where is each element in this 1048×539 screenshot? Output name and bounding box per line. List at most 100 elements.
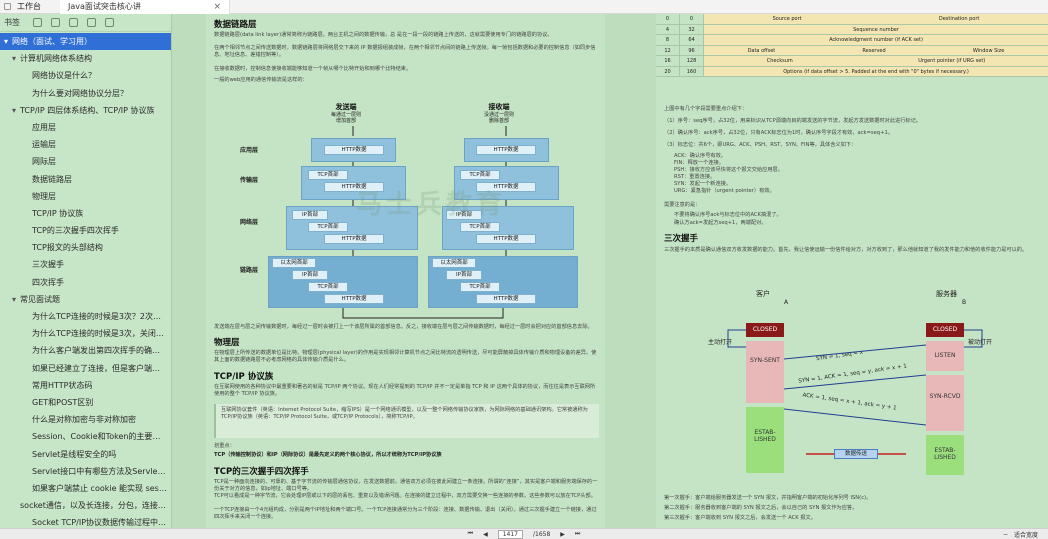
bookmark-label: 网络（面试、学习用） xyxy=(12,37,92,46)
table-cell-octet: 16 xyxy=(656,56,680,66)
table-cell-bit: 128 xyxy=(680,56,704,66)
flag-list: ACK：确认序号有效。FIN：释放一个连接。PSH：接收方应该尽快将这个报文交给… xyxy=(674,153,974,195)
bookmark-item[interactable]: TCP/IP 协议族 xyxy=(0,205,171,222)
bookmark-item[interactable]: ▾常见面试题 xyxy=(0,291,171,308)
first-page-icon[interactable]: ⏮ xyxy=(467,530,474,537)
collapse-all-icon[interactable] xyxy=(51,18,60,27)
receiver-link-ip: IP首部 xyxy=(446,270,482,280)
chevron-down-icon: ▾ xyxy=(12,54,17,64)
state-syn-sent: SYN-SENT xyxy=(746,341,784,403)
bookmark-item[interactable]: 网际层 xyxy=(0,153,171,170)
tab-bar: 工作台 Java面试突击核心讲 × xyxy=(0,0,1048,14)
state-listen: LISTEN xyxy=(926,341,964,371)
bookmark-item[interactable]: 如果已经建立了连接，但是客户端突然出现… xyxy=(0,360,171,377)
bookmark-item[interactable]: 如果客户端禁止 cookie 能实现 session 还… xyxy=(0,480,171,497)
prev-page-icon[interactable]: ◀ xyxy=(483,530,488,538)
bookmark-item[interactable]: 应用层 xyxy=(0,119,171,136)
bookmark-item[interactable]: 物理层 xyxy=(0,188,171,205)
sender-tcp-http: HTTP数据 xyxy=(324,182,384,192)
para-datalink-4: 一般的web应用的通信传输流是这样的： xyxy=(214,77,308,83)
bookmark-item[interactable]: 数据链路层 xyxy=(0,171,171,188)
heading-tcpip: TCP/IP 协议族 xyxy=(214,372,274,382)
bookmark-label: 网际层 xyxy=(32,157,56,167)
receiver-tcp-http: HTTP数据 xyxy=(476,182,536,192)
field-name: Checksum xyxy=(766,58,793,64)
bookmark-options-icon[interactable] xyxy=(105,18,114,27)
state-closed-server: CLOSED xyxy=(926,323,964,337)
para-handshake-3: 一个TCP连接由一个4元组构成，分别是两个IP地址和两个端口号。一个TCP连接通… xyxy=(214,507,597,520)
table-cell-bit: 0 xyxy=(680,14,704,24)
bookmark-item[interactable]: TCP报文的头部结构 xyxy=(0,239,171,256)
tab-home[interactable]: 工作台 xyxy=(0,0,60,14)
client-label: 客户 xyxy=(756,290,770,298)
sidebar-toolbar: 书签 xyxy=(0,14,171,32)
field-name: Reserved xyxy=(862,47,886,54)
bookmark-sidebar: 书签 ▾网络（面试、学习用）▾计算机网络体系结构网络协议是什么？为什么要对网络协… xyxy=(0,14,172,539)
bookmark-item[interactable]: 什么是对称加密与非对称加密 xyxy=(0,411,171,428)
receiver-title: 接收端 xyxy=(488,103,510,111)
bookmark-item[interactable]: 三次握手 xyxy=(0,256,171,273)
bookmark-label: 常用HTTP状态码 xyxy=(32,380,93,390)
expand-all-icon[interactable] xyxy=(33,18,42,27)
para-note: 需要注意的是： xyxy=(664,202,701,208)
sender-link-tcp: TCP首部 xyxy=(308,282,348,292)
bookmark-item[interactable]: GET和POST区别 xyxy=(0,394,171,411)
zoom-out-icon[interactable]: − xyxy=(1002,531,1008,538)
bookmark-item[interactable]: 四次挥手 xyxy=(0,274,171,291)
heading-handshake: TCP的三次握手四次挥手 xyxy=(214,467,309,477)
bookmark-label: socket通信，以及长连接，分包，连接异常断… xyxy=(20,501,171,511)
view-controls: − 适合宽度 xyxy=(1003,529,1038,539)
bookmark-item[interactable]: ▾TCP/IP 四层体系结构、TCP/IP 协议族 xyxy=(0,102,171,119)
bookmark-label: 数据链路层 xyxy=(32,174,72,184)
bookmark-item[interactable]: Servlet是线程安全的吗 xyxy=(0,446,171,463)
note-1: 不要将确认序号ack与标志位中的ACK搞混了。 xyxy=(674,212,782,218)
tab-document[interactable]: Java面试突击核心讲 × xyxy=(60,0,230,14)
receiver-net-http: HTTP数据 xyxy=(476,234,536,244)
table-cell-octet: 4 xyxy=(656,24,680,34)
table-cell-octet: 0 xyxy=(656,14,680,24)
zoom-label[interactable]: 适合宽度 xyxy=(1013,532,1038,539)
bookmark-item[interactable]: 常用HTTP状态码 xyxy=(0,377,171,394)
receiver-eth-header: 以太网首部 xyxy=(432,258,476,268)
close-icon[interactable]: × xyxy=(213,1,221,12)
bookmark-item[interactable]: Servlet接口中有哪些方法及Servlet生命周期… xyxy=(0,463,171,480)
next-page-icon[interactable]: ▶ xyxy=(560,530,565,538)
sender-link-http: HTTP数据 xyxy=(324,294,384,304)
sender-net-tcp: TCP首部 xyxy=(308,222,348,232)
sender-net-http: HTTP数据 xyxy=(324,234,384,244)
bookmark-label: Session、Cookie和Token的主要区别 xyxy=(32,432,169,442)
sender-sub2: 增加首部 xyxy=(335,118,356,124)
bookmark-item[interactable]: Session、Cookie和Token的主要区别 xyxy=(0,428,171,445)
state-established-server: ESTAB-LISHED xyxy=(926,435,964,475)
para-datalink-1: 数据链路层(data link layer)通常简称为链路层。两台主机之间的数据… xyxy=(214,32,553,38)
bookmark-item[interactable]: 网络协议是什么？ xyxy=(0,67,171,84)
last-page-icon[interactable]: ⏭ xyxy=(574,530,581,537)
bookmark-item[interactable]: 运输层 xyxy=(0,136,171,153)
receiver-app-http: HTTP数据 xyxy=(476,145,536,155)
field-name: Sequence number xyxy=(853,26,899,33)
handshake-arrows xyxy=(727,329,983,455)
active-open-label: 主动打开 xyxy=(708,339,733,346)
bookmark-item[interactable]: 为什么TCP连接的时候是3次？2次不可以吗？ xyxy=(0,308,171,325)
flag-item: SYN：发起一个新连接。 xyxy=(674,181,732,187)
bookmark-item[interactable]: 为什么TCP连接的时候是3次，关闭的时候却… xyxy=(0,325,171,342)
bookmark-label: 什么是对称加密与非对称加密 xyxy=(32,415,136,425)
bookmark-item[interactable]: socket通信，以及长连接，分包，连接异常断… xyxy=(0,497,171,514)
bookmark-item[interactable]: 为什么客户端发出第四次挥手的确认报文后… xyxy=(0,342,171,359)
delete-bookmark-icon[interactable] xyxy=(87,18,96,27)
bookmark-item[interactable]: ▾网络（面试、学习用） xyxy=(0,33,171,51)
bookmark-label: TCP报文的头部结构 xyxy=(32,243,103,253)
para-bottom-2: 第二次握手：服务器收到客户端的 SYN 报文之后，会以自己的 SYN 报文作为应… xyxy=(664,505,858,511)
para-divide: 划重点： xyxy=(214,443,235,449)
bookmark-item[interactable]: ▾计算机网络体系结构 xyxy=(0,50,171,67)
quote-block: 互联网协议套件（英语：Internet Protocol Suite，缩写IPS… xyxy=(214,404,599,438)
bookmark-item[interactable]: 为什么要对网络协议分层？ xyxy=(0,85,171,102)
para-handshake-1: TCP是一种面向连接的、可靠的、基于字节流的传输层通信协议，在发送数据前，通信双… xyxy=(214,479,598,492)
page-number-input[interactable]: 1417 xyxy=(497,529,523,539)
bookmark-label: 为什么客户端发出第四次挥手的确认报文后… xyxy=(32,346,171,356)
para-datalink-2: 在两个相邻节点之间传送数据时，数据链路层将网络层交下来的 IP 数据报组装成帧，… xyxy=(214,45,596,58)
bookmark-item[interactable]: TCP的三次握手四次挥手 xyxy=(0,222,171,239)
add-bookmark-icon[interactable] xyxy=(69,18,78,27)
